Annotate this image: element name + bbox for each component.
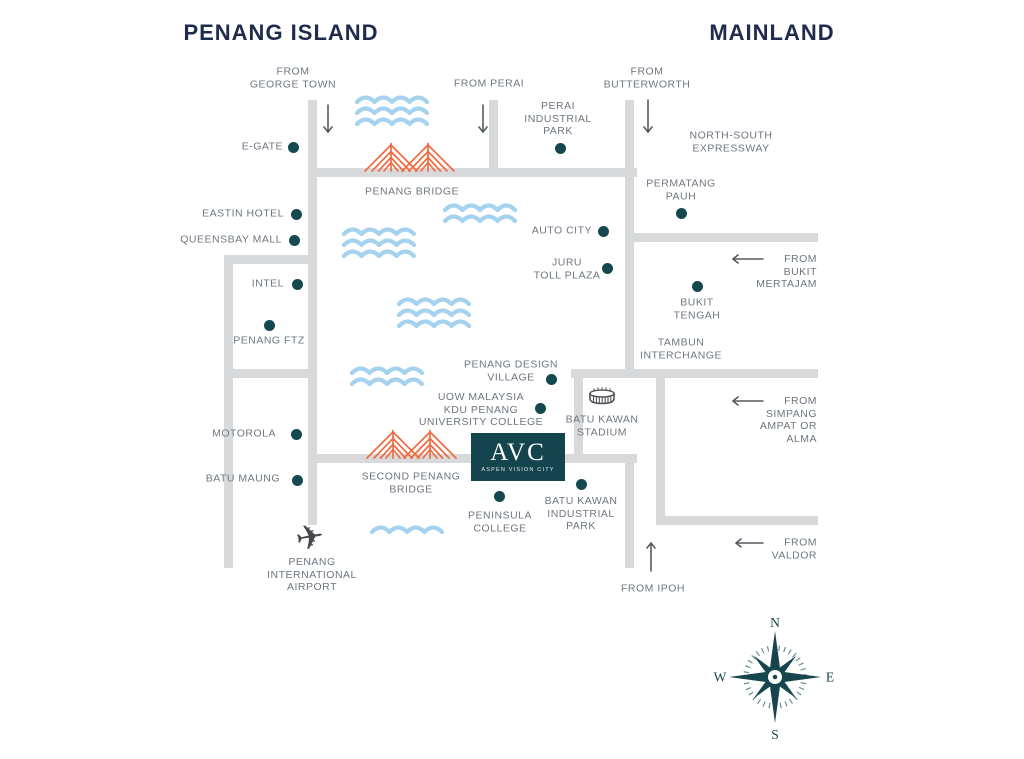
queensbay-mall-label: QUEENSBAY MALL [180,233,282,246]
intel-label: INTEL [251,277,284,290]
road-stadium-west [574,369,583,463]
water-waves-icon [396,297,472,329]
road-valdor [656,516,818,525]
auto-city-label: AUTO CITY [531,224,592,237]
airplane-icon: ✈ [292,515,328,561]
penang-ftz-dot [263,319,275,331]
road-from-perai [489,100,498,177]
bukit-tengah-dot [691,280,703,292]
penang-island-heading: PENANG ISLAND [183,20,379,45]
juru-toll-plaza-dot [601,262,613,274]
uow-malaysia-kdu-dot [534,402,546,414]
road-island-branch-bottom [224,369,317,378]
e-gate-label: E-GATE [241,140,283,153]
water-waves-icon [354,95,430,127]
from-perai-arrow-down-icon [478,104,488,133]
penang-ftz-label: PENANG FTZ [233,334,305,347]
water-waves-icon [442,203,518,224]
batu-maung-dot [291,474,303,486]
from-ipoh-arrow-up-icon [646,542,656,572]
auto-city-dot [597,225,609,237]
motorola-label: MOTOROLA [212,427,276,440]
penang-bridge-icon [364,142,455,172]
motorola-dot [290,428,302,440]
road-george-town [308,100,317,525]
avc-aspen-vision-city-logo: AVC ASPEN VISION CITY [471,433,565,481]
from-ipoh-label: FROM IPOH [621,582,685,595]
water-waves-icon [341,227,417,259]
compass-west-label: W [714,670,727,685]
compass-east-label: E [826,670,834,685]
road-from-ipoh [625,454,634,568]
road-tambun [571,369,818,378]
from-bukit-mertajam-arrow-left-icon [732,254,764,264]
peninsula-college-dot [493,490,505,502]
permatang-pauh-dot [675,207,687,219]
avc-subtitle: ASPEN VISION CITY [481,467,555,473]
water-waves-icon [349,366,425,387]
compass-rose: N E S W [714,615,835,742]
road-bukit-mertajam [625,233,818,242]
road-island-west [224,255,233,568]
batu-maung-label: BATU MAUNG [205,472,280,485]
eastin-hotel-label: EASTIN HOTEL [202,207,284,220]
from-george-town-arrow-down-icon [323,104,333,133]
from-valdor-arrow-left-icon [735,538,764,548]
second-penang-bridge-icon [366,429,457,459]
compass-south-label: S [771,727,779,742]
water-waves-icon [369,525,445,535]
from-simpang-ampat-or-alma-arrow-left-icon [732,396,764,406]
compass-north-label: N [770,615,780,630]
road-island-branch-top [224,255,317,264]
queensbay-mall-dot [288,234,300,246]
road-east-loop [656,369,665,525]
penang-design-village-dot [545,373,557,385]
penang-bridge-label: PENANG BRIDGE [364,185,460,198]
batu-kawan-industrial-park-dot [575,478,587,490]
stadium-icon [589,387,615,405]
avc-monogram: AVC [490,439,546,466]
from-butterworth-arrow-down-icon [643,99,653,133]
eastin-hotel-dot [290,208,302,220]
mainland-heading: MAINLAND [709,20,835,45]
e-gate-dot [287,141,299,153]
road-penang-bridge [308,168,637,177]
from-perai-label: FROM PERAI [453,77,525,90]
intel-dot [291,278,303,290]
perai-industrial-park-dot [554,142,566,154]
